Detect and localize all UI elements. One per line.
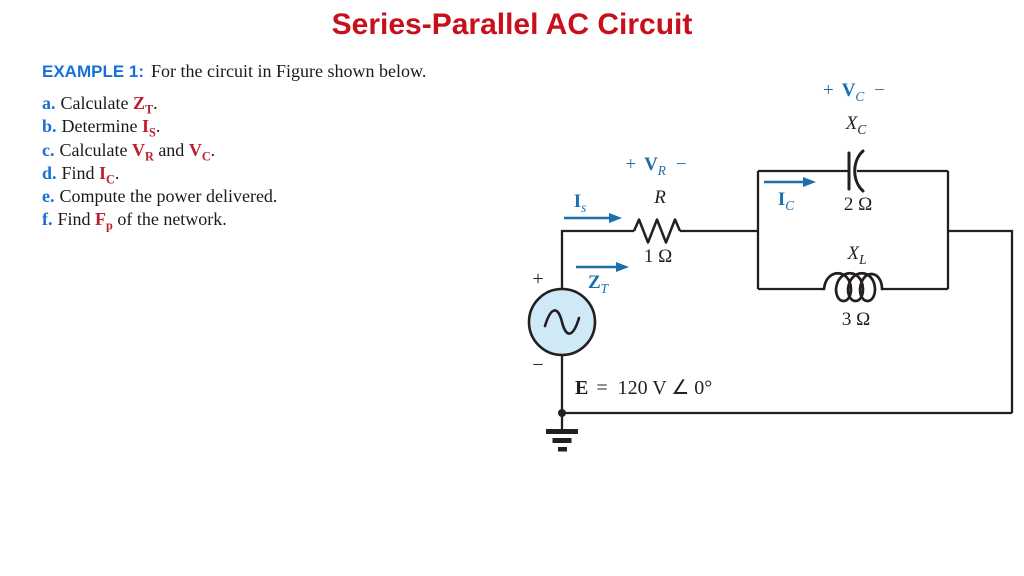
resistor-symbol [632,218,682,244]
xl-value-label: 3 Ω [841,309,871,330]
is-arrow-head [609,213,622,223]
sine-wave-icon [543,309,581,335]
wire-source-to-resistor [560,229,634,289]
capacitor-symbol [847,149,865,193]
wire-right-return [948,229,1014,413]
emf-label: E= 120 V ∠ 0° [575,377,713,399]
ground-bar-1 [546,429,578,434]
flow-arrows [564,177,816,272]
ac-source-symbol [527,287,597,357]
ic-arrow-head [803,177,816,187]
vr-label: +VR− [625,154,687,178]
capacitor-right-plate [853,149,865,193]
xc-value-label: 2 Ω [843,194,873,215]
task-item-b: b.Determine IS. [42,116,161,140]
ic-label: IC [777,189,795,213]
ground-bar-3 [558,447,567,452]
xc-label: XC [845,113,867,137]
ground-icon [546,429,578,452]
inductor-symbol [822,272,884,303]
task-item-f: f.Find Fp of the network. [42,209,227,234]
task-list: a.Calculate ZT. b.Determine IS. c.Calcul… [42,92,277,232]
example-label: EXAMPLE 1: [42,62,145,81]
page-title: Series-Parallel AC Circuit [331,8,693,41]
task-item-a: a.Calculate ZT. [42,93,158,117]
is-label: Is [573,191,587,215]
zt-label: ZT [587,272,609,296]
source-minus-sign: − [532,354,544,376]
circuit-wires [560,169,1014,430]
vc-label: +VC− [822,80,886,104]
task-item-e: e.Compute the power delivered. [42,186,278,207]
resistor-name-label: R [654,187,666,208]
ground-bar-2 [552,438,572,443]
task-item-d: d.Find IC. [42,162,120,187]
source-plus-sign: + [532,268,544,290]
example-line: EXAMPLE 1: For the circuit in Figure show… [42,61,426,82]
resistor-value-label: 1 Ω [643,246,673,267]
zt-arrow-head [616,262,629,272]
xl-label: XL [847,243,867,267]
junction-dot [558,409,566,417]
example-text: For the circuit in Figure shown below. [151,61,427,81]
task-item-c: c.Calculate VR and VC. [42,139,216,164]
